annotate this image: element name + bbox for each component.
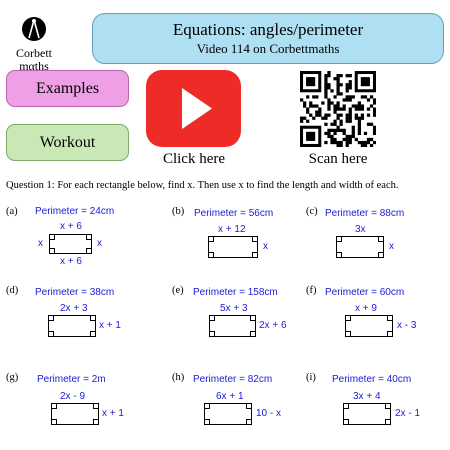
part-a-perimeter: Perimeter = 24cm <box>35 206 115 217</box>
part-b-rectangle <box>208 236 258 258</box>
part-g-top-side: 2x - 9 <box>60 391 86 402</box>
page-title: Equations: angles/perimeter <box>172 20 364 39</box>
question-text: Question 1: For each rectangle below, fi… <box>6 180 399 191</box>
page-subtitle: Video 114 on Corbettmaths <box>196 41 340 56</box>
part-i-perimeter: Perimeter = 40cm <box>332 374 412 385</box>
part-h-perimeter: Perimeter = 82cm <box>193 374 273 385</box>
play-icon <box>182 88 212 129</box>
part-d-top-side: 2x + 3 <box>60 303 88 314</box>
part-b-right-side: x <box>263 241 268 252</box>
examples-button[interactable]: Examples <box>6 70 129 107</box>
part-e-rectangle <box>209 315 256 337</box>
part-a-left-side: x <box>38 238 43 249</box>
part-a-right-side: x <box>97 238 102 249</box>
part-a-top-side: x + 6 <box>60 221 82 232</box>
corbettmaths-logo: Corbett mαths <box>4 16 64 72</box>
part-c-label: (c) <box>306 206 318 217</box>
part-b-top-side: x + 12 <box>218 224 246 235</box>
part-h-rectangle <box>204 403 252 425</box>
part-i-right-side: 2x - 1 <box>395 408 421 419</box>
part-b-label: (b) <box>172 206 185 217</box>
qr-code-icon[interactable] <box>300 71 377 148</box>
part-d-rectangle <box>48 315 96 337</box>
title-banner: Equations: angles/perimeter Video 114 on… <box>92 13 444 64</box>
part-g-perimeter: Perimeter = 2m <box>37 374 106 385</box>
part-f-rectangle <box>345 315 393 337</box>
part-i-label: (i) <box>306 372 316 383</box>
part-h-label: (h) <box>172 372 185 383</box>
part-f-perimeter: Perimeter = 60cm <box>325 287 405 298</box>
part-c-rectangle <box>336 236 384 258</box>
part-e-right-side: 2x + 6 <box>259 320 287 331</box>
logo-text-1: Corbett <box>16 46 52 60</box>
part-d-right-side: x + 1 <box>99 320 121 331</box>
part-h-top-side: 6x + 1 <box>216 391 244 402</box>
part-d-perimeter: Perimeter = 38cm <box>35 287 115 298</box>
part-f-right-side: x - 3 <box>397 320 417 331</box>
part-h-right-side: 10 - x <box>256 408 282 419</box>
click-here-link[interactable]: Click here <box>162 151 226 167</box>
part-g-rectangle <box>51 403 99 425</box>
part-g-right-side: x + 1 <box>102 408 124 419</box>
part-a-bottom-side: x + 6 <box>60 256 82 267</box>
part-e-label: (e) <box>172 285 184 296</box>
logo-text-2: mαths <box>19 59 49 73</box>
part-e-top-side: 5x + 3 <box>220 303 248 314</box>
compass-logo-icon <box>22 17 46 41</box>
part-i-top-side: 3x + 4 <box>353 391 381 402</box>
video-play-button[interactable] <box>146 70 241 147</box>
part-i-rectangle <box>343 403 391 425</box>
scan-here-label: Scan here <box>308 151 368 167</box>
part-f-label: (f) <box>306 285 317 296</box>
part-f-top-side: x + 9 <box>355 303 377 314</box>
part-c-right-side: x <box>389 241 394 252</box>
part-e-perimeter: Perimeter = 158cm <box>193 287 278 298</box>
part-b-perimeter: Perimeter = 56cm <box>194 208 274 219</box>
part-a-rectangle <box>49 234 92 254</box>
part-g-label: (g) <box>6 372 19 383</box>
workout-button[interactable]: Workout <box>6 124 129 161</box>
part-a-label: (a) <box>6 206 18 217</box>
part-c-top-side: 3x <box>355 224 366 235</box>
part-d-label: (d) <box>6 285 19 296</box>
part-c-perimeter: Perimeter = 88cm <box>325 208 405 219</box>
